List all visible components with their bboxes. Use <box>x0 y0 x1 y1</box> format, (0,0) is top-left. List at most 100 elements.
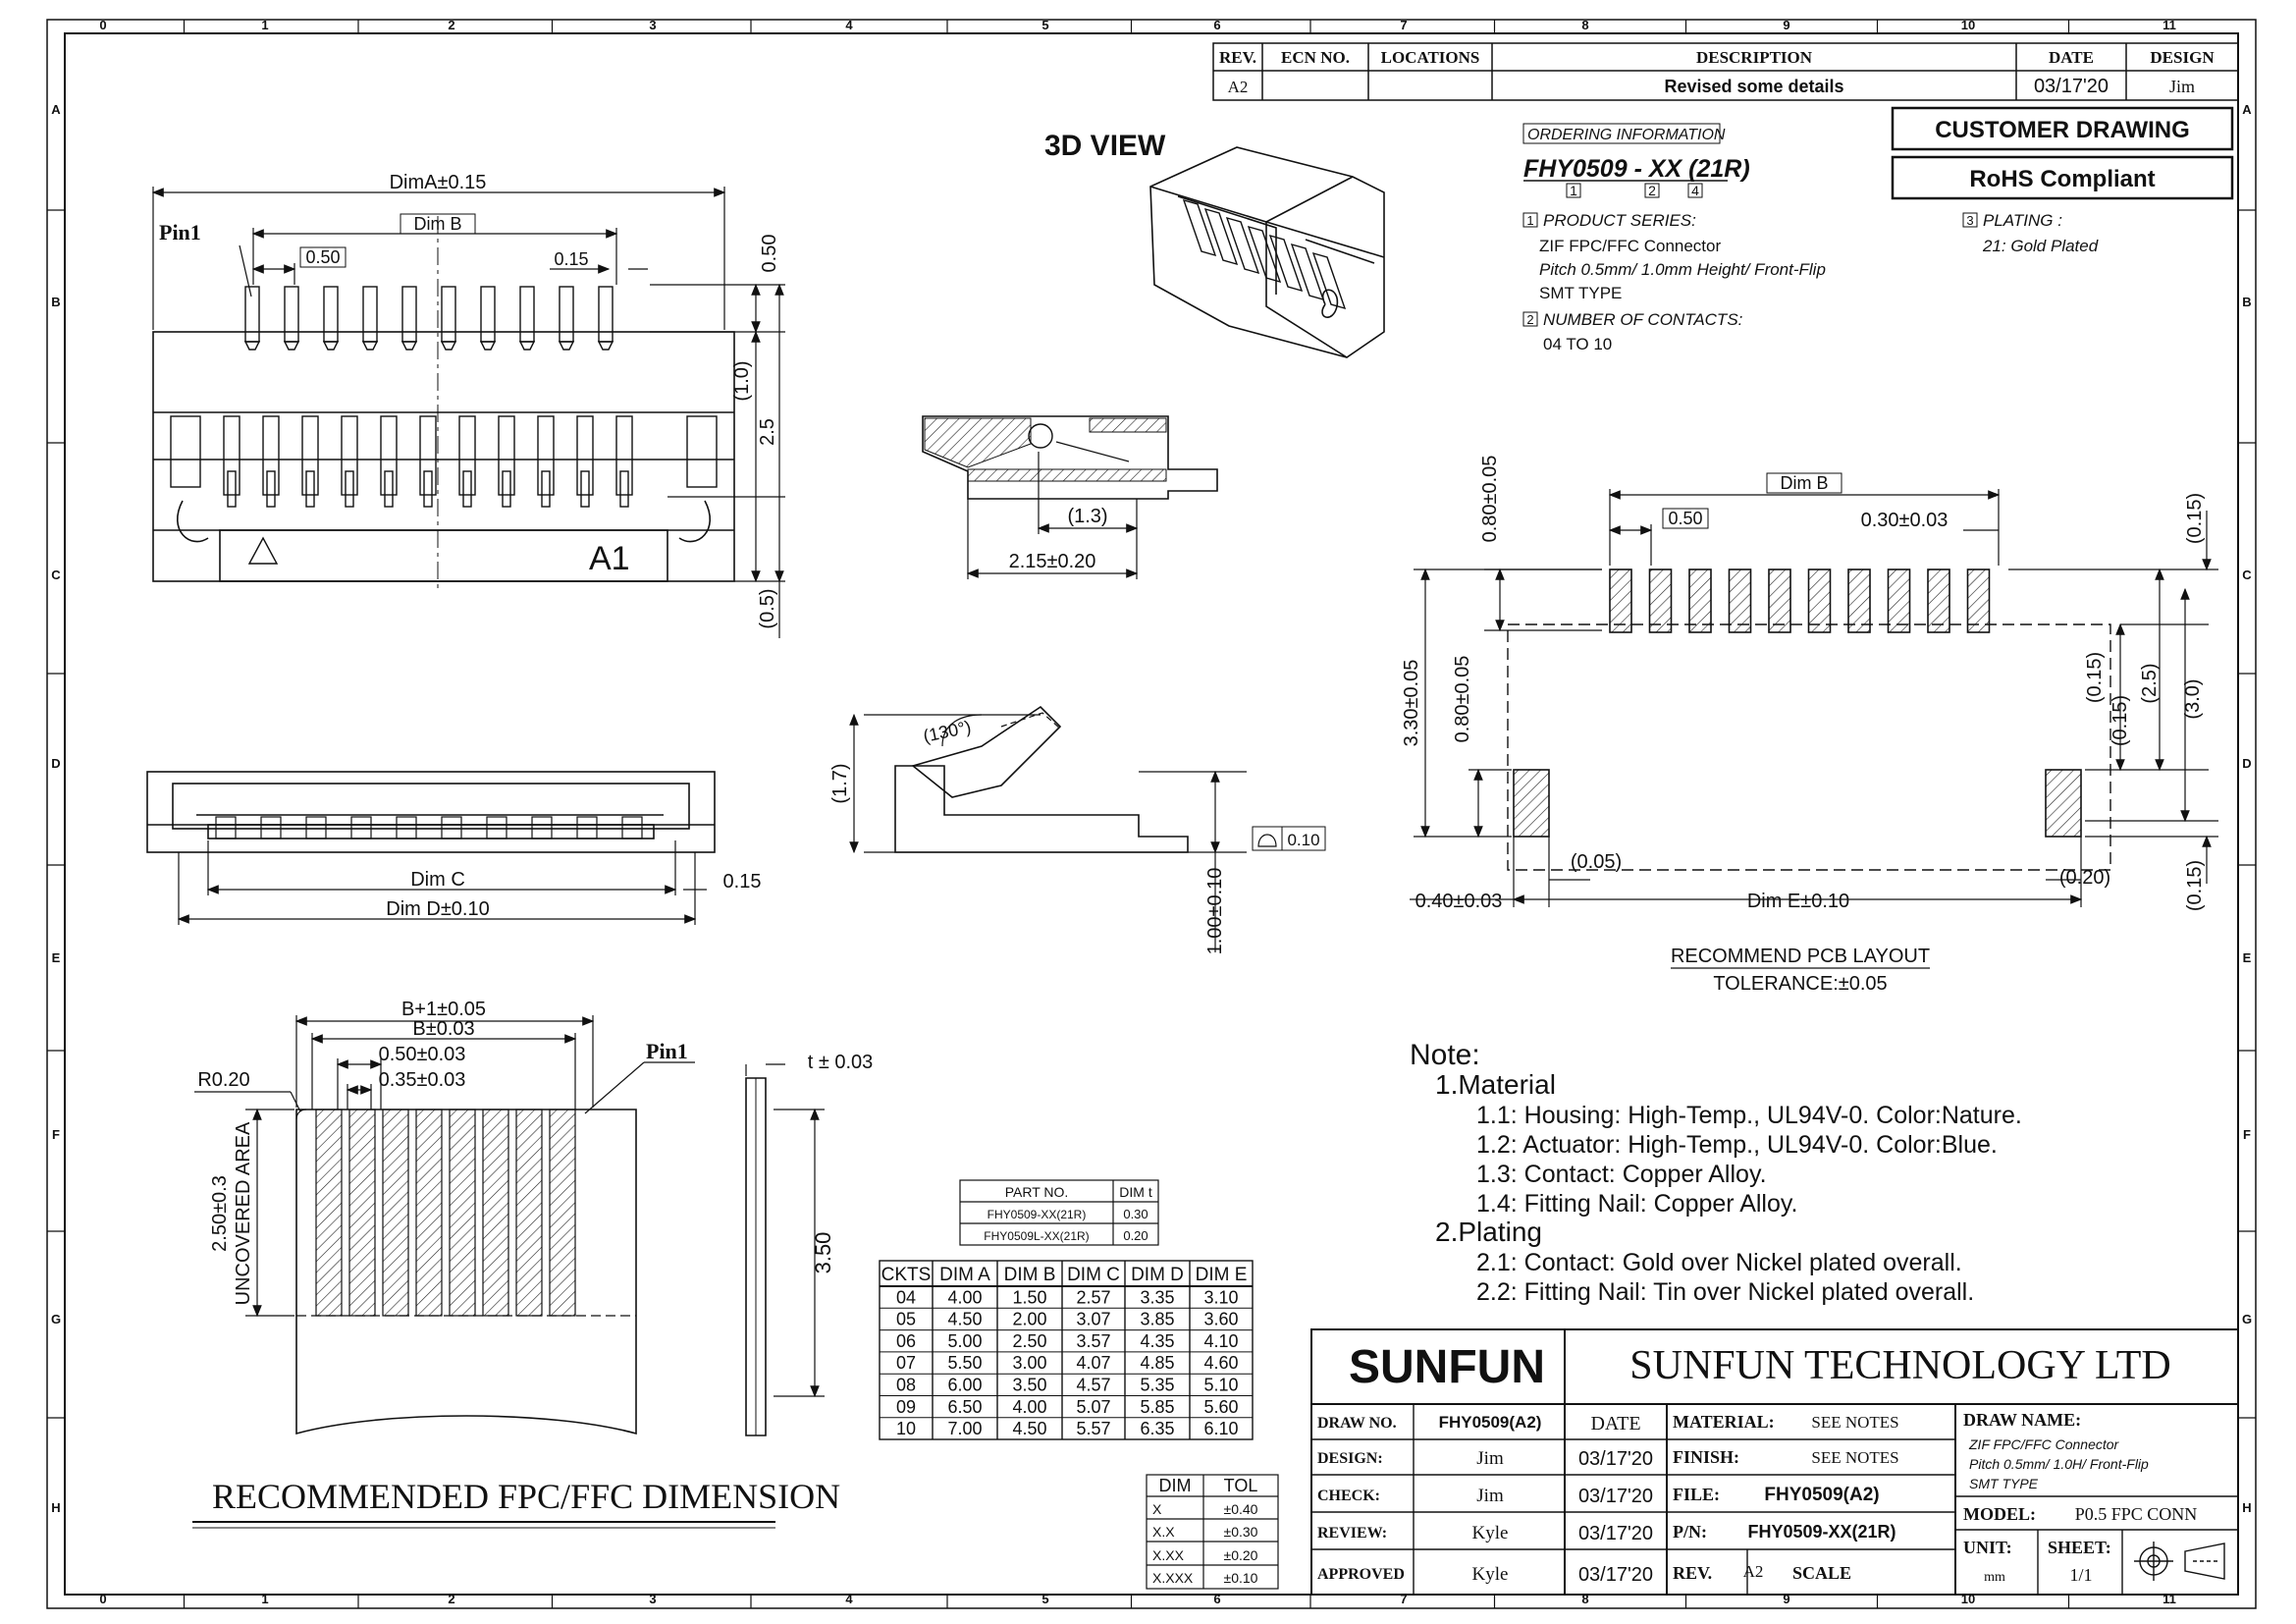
pcb-contact-pad <box>1648 568 1673 633</box>
note-line-2: 1.1: Housing: High-Temp., UL94V-0. Color… <box>1476 1102 2022 1129</box>
contact-pin-foot <box>305 470 315 508</box>
tol-cell: X <box>1152 1501 1162 1517</box>
height-1-7: (1.7) <box>829 763 851 803</box>
contact-pin-top <box>284 286 299 343</box>
ordering-box-1: 1 <box>1570 183 1577 198</box>
a1-mark: A1 <box>589 540 630 577</box>
pcb-nail-height: 0.80±0.05 <box>1452 656 1473 743</box>
dim-table-cell: 2.50 <box>1012 1331 1046 1351</box>
contact-pin-top <box>519 286 535 343</box>
part-table-cell: 0.30 <box>1123 1207 1148 1221</box>
dim-table-cell: 07 <box>896 1353 916 1373</box>
contact-pin-top <box>598 286 614 343</box>
fpc-conductor-finger <box>515 1109 543 1317</box>
note-line-8: 2.2: Fitting Nail: Tin over Nickel plate… <box>1476 1278 1974 1306</box>
locations-header: LOCATIONS <box>1381 48 1480 67</box>
fitting-nail-right <box>686 415 718 488</box>
fpc-dimension-view: B+1±0.05 B±0.03 0.50±0.03 0.35±0.03 R0.2… <box>192 999 840 1529</box>
draw-no-label: DRAW NO. <box>1317 1415 1397 1432</box>
design-header: DESIGN <box>2150 48 2215 67</box>
design-date: 03/17'20 <box>1578 1448 1653 1470</box>
contact-pin-top <box>323 286 339 343</box>
projection-symbol-icon <box>2134 1542 2225 1581</box>
fpc-thickness: t ± 0.03 <box>808 1052 874 1073</box>
dim-table-cell: 3.85 <box>1140 1310 1174 1329</box>
contact-pin-bottom <box>576 415 594 496</box>
dim-table-cell: 05 <box>896 1310 916 1329</box>
ordering-box-4: 4 <box>1691 183 1699 198</box>
border-column-label: 3 <box>649 18 656 32</box>
border-row-label: B <box>51 295 60 309</box>
border-row-label: F <box>2243 1127 2251 1142</box>
dim-table-cell: 5.50 <box>947 1353 982 1373</box>
fpc-finger-width: 0.35±0.03 <box>379 1069 466 1091</box>
front-contact-pin <box>441 816 462 839</box>
ordering-box-2: 2 <box>1648 183 1656 198</box>
contact-pin-foot <box>384 470 394 508</box>
fpc-radius: R0.20 <box>197 1069 249 1091</box>
dim-table-cell: 06 <box>896 1331 916 1351</box>
border-column-label: 1 <box>261 1592 268 1606</box>
note-line-6: 2.Plating <box>1435 1217 1542 1247</box>
dim-table-cell: 5.10 <box>1203 1376 1238 1395</box>
pcb-contact-pad <box>1966 568 1991 633</box>
rohs-label: RoHS Compliant <box>1969 166 2155 192</box>
finish-value: SEE NOTES <box>1811 1448 1898 1467</box>
front-contact-pin <box>260 816 282 839</box>
dim-table-cell: 3.50 <box>1012 1376 1046 1395</box>
dim-b: Dim B <box>414 214 462 234</box>
contacts-title: NUMBER OF CONTACTS: <box>1543 310 1743 329</box>
model-value: P0.5 FPC CONN <box>2075 1504 2198 1524</box>
rev-value-block: A2 <box>1743 1562 1764 1581</box>
pcb-layout-title: RECOMMEND PCB LAYOUT <box>1671 946 1930 967</box>
pcb-015-top: (0.15) <box>2184 493 2206 544</box>
dim-table-header: DIM A <box>939 1265 990 1285</box>
contact-pin-foot <box>502 470 511 508</box>
dim-table-cell: 7.00 <box>947 1419 982 1438</box>
dim-table-cell: 5.60 <box>1203 1397 1238 1417</box>
contact-pin-top <box>441 286 456 343</box>
notes-title: Note: <box>1410 1039 1480 1071</box>
border-column-label: 10 <box>1961 18 1975 32</box>
pcb-015-mid-b: (0.15) <box>2109 695 2131 746</box>
border-row-label: G <box>2242 1312 2252 1326</box>
border-column-label: 6 <box>1213 1592 1220 1606</box>
dim-table-cell: 5.00 <box>947 1331 982 1351</box>
border-column-label: 7 <box>1400 1592 1407 1606</box>
dim-table-cell: 4.50 <box>1012 1419 1046 1438</box>
dim-table-cell: 04 <box>896 1287 916 1307</box>
sheet-border <box>46 19 2257 1609</box>
design-label: DESIGN: <box>1317 1450 1383 1467</box>
design-name: Jim <box>1476 1448 1504 1469</box>
connector-open-view: (130°) (1.7) 1.00±0.10 0.10 <box>829 705 1326 954</box>
pcb-dim-0-40: 0.40±0.03 <box>1415 891 1503 912</box>
dim-table-cell: 4.10 <box>1203 1331 1238 1351</box>
rev-label: REV. <box>1673 1563 1712 1583</box>
contact-pin-top <box>362 286 378 343</box>
dim-table-cell: 4.07 <box>1076 1353 1110 1373</box>
sheet-value: 1/1 <box>2069 1565 2092 1585</box>
part-table-cell: FHY0509L-XX(21R) <box>984 1229 1089 1243</box>
pcb-contact-pad <box>1728 568 1752 633</box>
tol-header-tol: TOL <box>1224 1476 1258 1495</box>
dim-table-header: CKTS <box>881 1265 932 1285</box>
border-column-label: 11 <box>2163 18 2176 32</box>
border-row-label: A <box>51 102 61 117</box>
border-column-label: 9 <box>1783 1592 1789 1606</box>
sheet-label: SHEET: <box>2048 1538 2111 1557</box>
dim-1-3: (1.3) <box>1067 506 1107 527</box>
pn-label: P/N: <box>1673 1522 1707 1542</box>
part-table-cell: FHY0509-XX(21R) <box>988 1208 1087 1221</box>
border-column-label: 5 <box>1041 18 1048 32</box>
contact-pin-foot <box>462 470 472 508</box>
iso-contact-slot <box>1290 243 1325 301</box>
tol-cell: ±0.10 <box>1224 1570 1258 1586</box>
check-label: CHECK: <box>1317 1488 1380 1504</box>
fpc-conductor-finger <box>315 1109 343 1317</box>
pcb-contact-pad <box>1768 568 1791 633</box>
border-row-label: G <box>51 1312 61 1326</box>
border-column-label: 7 <box>1400 18 1407 32</box>
dim-a: DimA±0.15 <box>390 172 487 193</box>
contact-pin-tip <box>558 341 575 351</box>
pcb-dim-e: Dim E±0.10 <box>1747 891 1849 912</box>
